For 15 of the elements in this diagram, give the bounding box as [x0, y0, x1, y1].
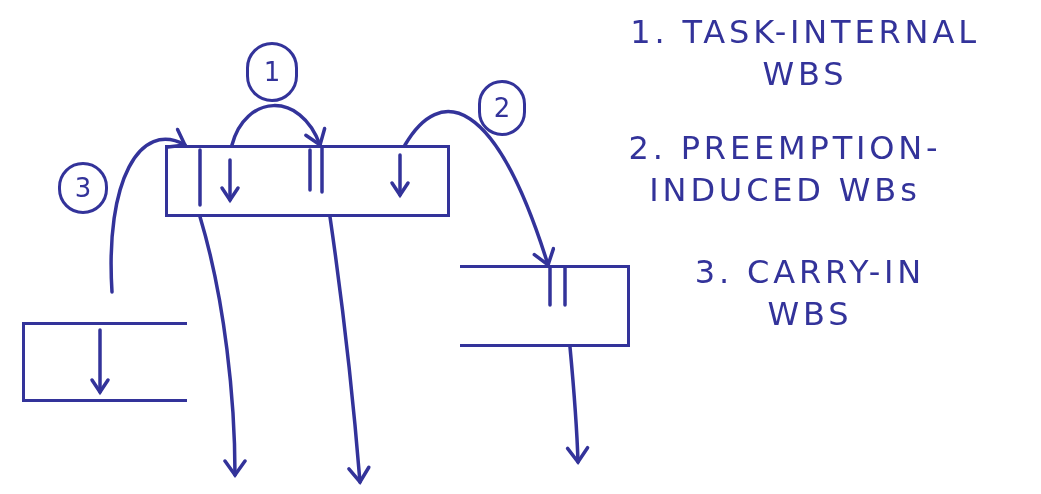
list-item: 3. CARRY-IN WBS — [693, 252, 927, 335]
callout-number: 2 — [493, 95, 511, 121]
list-item: 1. TASK-INTERNAL WBS — [629, 12, 981, 95]
callout-number: 1 — [263, 59, 281, 85]
arrow — [403, 109, 555, 267]
arrow — [109, 128, 187, 294]
timeline-bar — [165, 145, 450, 217]
arrow — [565, 345, 590, 464]
arrow — [230, 103, 326, 147]
arrow — [198, 215, 247, 477]
arrow — [328, 215, 371, 484]
callout-number: 3 — [74, 175, 92, 201]
list-item: 2. PREEMPTION-INDUCED WBs — [627, 128, 943, 211]
timeline-bar — [460, 265, 630, 347]
timeline-bar — [22, 322, 187, 402]
